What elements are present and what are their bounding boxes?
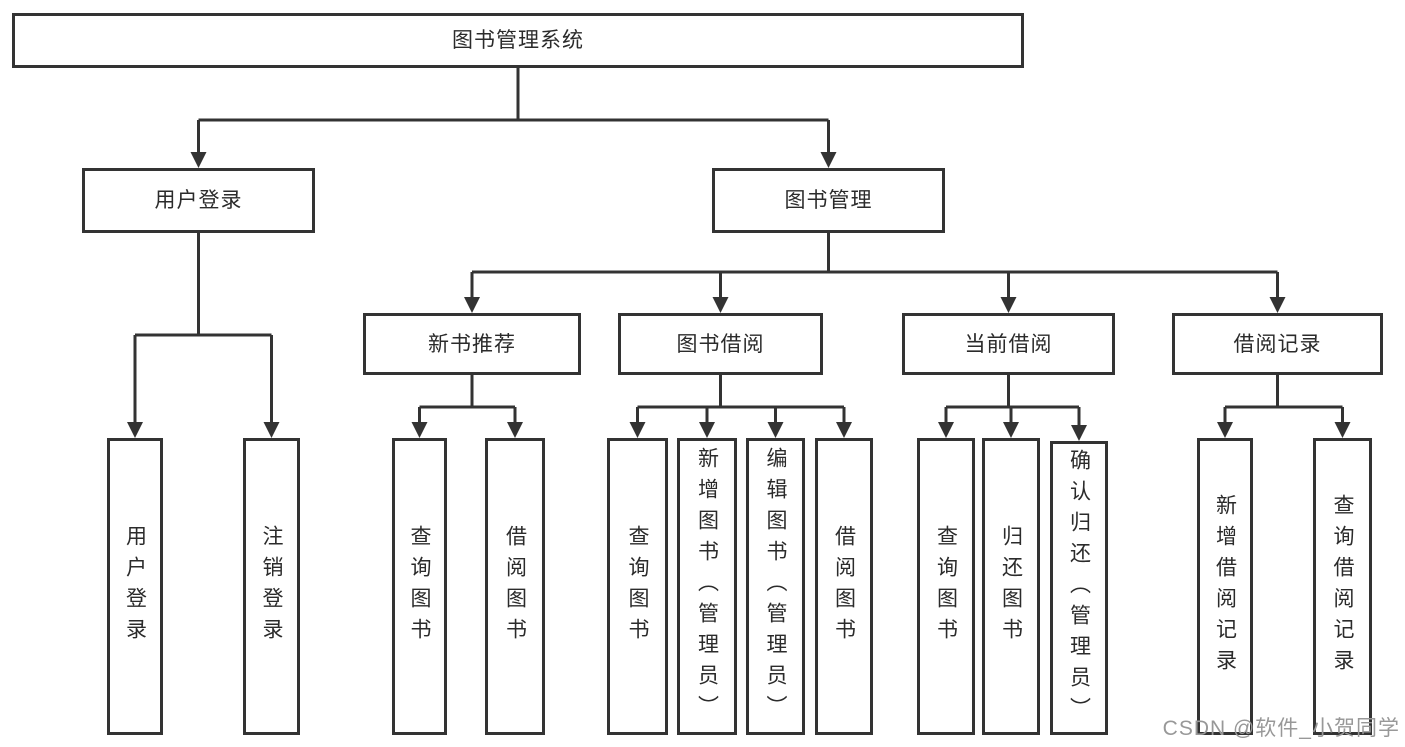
diagram-node-v-add-book: 新增图书（管理员） bbox=[677, 438, 737, 735]
diagram-node-v-query-record: 查询借阅记录 bbox=[1313, 438, 1372, 735]
diagram-node-v-add-record: 新增借阅记录 bbox=[1197, 438, 1253, 735]
diagram-node-book-borrow: 图书借阅 bbox=[618, 313, 823, 375]
connector-path-current-borrow bbox=[944, 375, 1081, 429]
diagram-node-new-books: 新书推荐 bbox=[363, 313, 581, 375]
diagram-node-book-mgmt: 图书管理 bbox=[712, 168, 945, 233]
connector-current-borrow bbox=[938, 375, 1087, 441]
arrowhead-v-add-record bbox=[1217, 422, 1233, 438]
arrowhead-v-borrow-2 bbox=[836, 422, 852, 438]
diagram-node-v-query-2: 查询图书 bbox=[607, 438, 668, 735]
diagram-node-current-borrow: 当前借阅 bbox=[902, 313, 1115, 375]
arrowhead-book-borrow bbox=[712, 297, 729, 313]
diagram-node-v-user-login: 用户登录 bbox=[107, 438, 163, 735]
arrowhead-v-query-record bbox=[1334, 422, 1351, 438]
diagram-node-v-confirm-return: 确认归还（管理员） bbox=[1050, 441, 1108, 735]
arrowhead-v-user-login bbox=[127, 422, 143, 438]
connector-path-borrow-records bbox=[1223, 375, 1344, 426]
arrowhead-v-logout bbox=[263, 422, 280, 438]
arrowhead-v-query-2 bbox=[629, 422, 646, 438]
diagram-node-v-borrow-1: 借阅图书 bbox=[485, 438, 545, 735]
connector-path-book-mgmt bbox=[470, 233, 1279, 301]
arrowhead-user-login bbox=[190, 152, 207, 168]
diagram-node-v-return: 归还图书 bbox=[982, 438, 1040, 735]
arrowhead-v-query-3 bbox=[938, 422, 954, 438]
connector-user-login bbox=[127, 233, 280, 438]
arrowhead-v-edit-book bbox=[767, 422, 784, 438]
connector-new-books bbox=[411, 375, 523, 438]
arrowhead-v-borrow-1 bbox=[507, 422, 523, 438]
diagram-node-borrow-records: 借阅记录 bbox=[1172, 313, 1383, 375]
arrowhead-v-query-1 bbox=[411, 422, 428, 438]
diagram-node-v-edit-book: 编辑图书（管理员） bbox=[746, 438, 805, 735]
connector-book-borrow bbox=[629, 375, 852, 438]
arrowhead-book-mgmt bbox=[820, 152, 837, 168]
arrowhead-current-borrow bbox=[1000, 297, 1017, 313]
connector-path-root bbox=[197, 68, 830, 156]
arrowhead-borrow-records bbox=[1269, 297, 1286, 313]
diagram-node-user-login: 用户登录 bbox=[82, 168, 315, 233]
connector-book-mgmt bbox=[464, 233, 1286, 313]
diagram-node-v-logout: 注销登录 bbox=[243, 438, 300, 735]
arrowhead-v-return bbox=[1003, 422, 1019, 438]
diagram-node-root: 图书管理系统 bbox=[12, 13, 1024, 68]
arrowhead-v-add-book bbox=[699, 422, 715, 438]
diagram-node-v-query-3: 查询图书 bbox=[917, 438, 975, 735]
arrowhead-v-confirm-return bbox=[1071, 425, 1087, 441]
connector-path-new-books bbox=[418, 375, 517, 426]
connector-path-book-borrow bbox=[636, 375, 846, 426]
connector-borrow-records bbox=[1217, 375, 1351, 438]
diagram-node-v-borrow-2: 借阅图书 bbox=[815, 438, 873, 735]
connector-path-user-login bbox=[133, 233, 273, 426]
connector-root bbox=[190, 68, 837, 168]
diagram-node-v-query-1: 查询图书 bbox=[392, 438, 447, 735]
arrowhead-new-books bbox=[464, 297, 480, 313]
